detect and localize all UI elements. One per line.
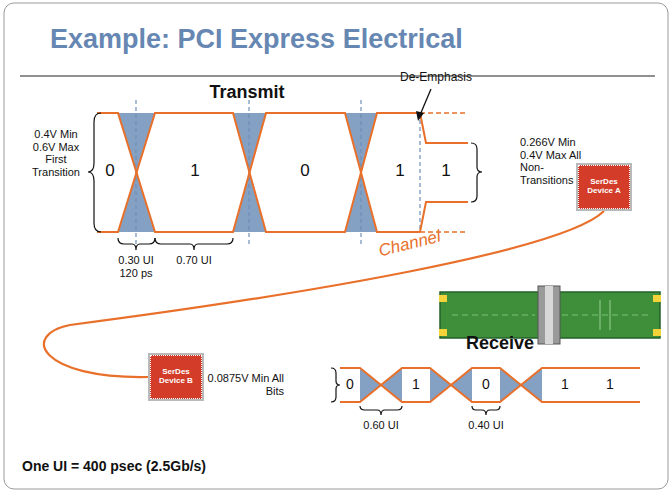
voltage-spec: 0.0875V Min All Bits bbox=[194, 372, 284, 397]
timing-spec: 0.60 UI bbox=[351, 419, 411, 432]
transmit-eye bbox=[88, 89, 482, 250]
timing-spec: 0.70 UI bbox=[164, 254, 224, 267]
bit-value: 0 bbox=[295, 161, 315, 181]
footnote: One UI = 400 psec (2.5Gb/s) bbox=[22, 458, 322, 474]
section-heading: Transmit bbox=[187, 82, 307, 103]
channel-line bbox=[44, 211, 604, 377]
timing-spec: 0.30 UI 120 ps bbox=[112, 254, 160, 279]
serdes-chip: SerDes Device B bbox=[150, 355, 202, 399]
bit-value: 0 bbox=[342, 376, 358, 392]
chip-label: SerDes Device A bbox=[579, 178, 629, 196]
bit-value: 0 bbox=[100, 161, 120, 181]
receive-eye bbox=[331, 368, 640, 415]
bit-value: 1 bbox=[602, 376, 618, 392]
slide-title: Example: PCI Express Electrical bbox=[50, 24, 463, 55]
title-rule bbox=[20, 76, 655, 77]
section-heading: Receive bbox=[440, 333, 560, 354]
bit-value: 1 bbox=[408, 376, 424, 392]
bit-value: 1 bbox=[557, 376, 573, 392]
timing-spec: 0.40 UI bbox=[456, 419, 516, 432]
voltage-spec: 0.4V Min 0.6V Max First Transition bbox=[25, 128, 87, 179]
chip-label: SerDes Device B bbox=[151, 368, 201, 386]
bit-value: 0 bbox=[478, 376, 494, 392]
bit-value: 1 bbox=[436, 161, 456, 181]
callout-label: De-Emphasis bbox=[391, 71, 481, 85]
bit-value: 1 bbox=[185, 161, 205, 181]
slide-frame bbox=[4, 3, 668, 489]
serdes-chip: SerDes Device A bbox=[578, 165, 630, 209]
bit-value: 1 bbox=[390, 161, 410, 181]
